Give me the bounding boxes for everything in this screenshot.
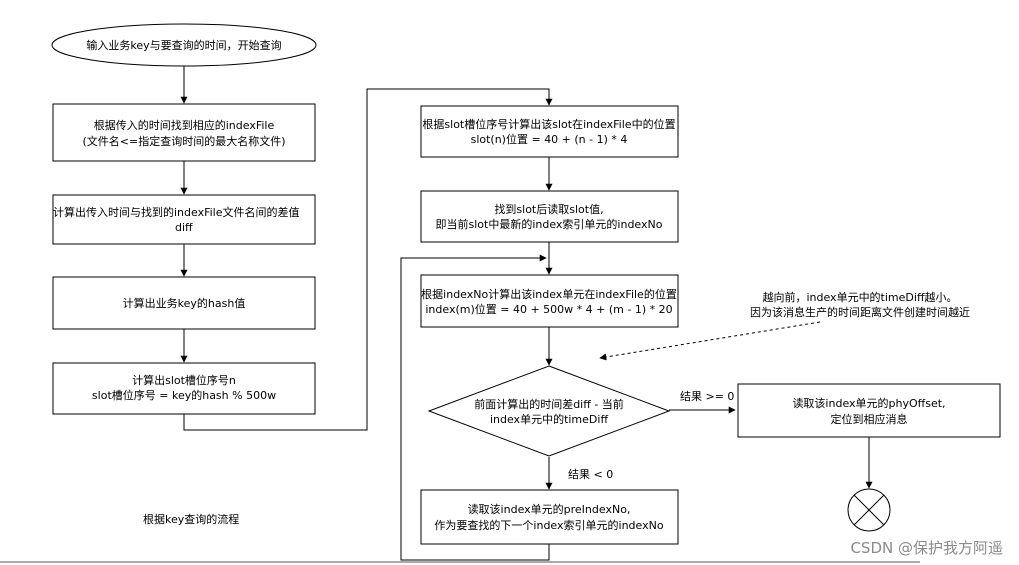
read-phy-offset-line-2: 定位到相应消息 — [831, 412, 908, 426]
read-pre-index-line-2: 作为要查找的下一个index索引单元的indexNo — [434, 518, 663, 532]
slot-position-node: 根据slot槽位序号计算出该slot在indexFile中的位置 slot(n)… — [420, 105, 679, 158]
index-position-line-2: index(m)位置 = 40 + 500w * 4 + (m - 1) * 2… — [425, 302, 672, 316]
annotation-line-2: 因为该消息生产的时间距离文件创建时间越近 — [750, 305, 970, 319]
index-position-node: 根据indexNo计算出该index单元在indexFile的位置 index(… — [420, 274, 679, 328]
annotation-line-1: 越向前，index单元中的timeDiff越小。 — [762, 290, 957, 304]
calc-diff-line-1: 计算出传入时间与找到的indexFile文件名间的差值 — [53, 205, 300, 219]
read-pre-index-line-1: 读取该index单元的preIndexNo, — [468, 502, 631, 516]
calc-slot-line-1: 计算出slot槽位序号n — [132, 373, 236, 387]
read-slot-line-2: 即当前slot中最新的index索引单元的indexNo — [436, 217, 663, 231]
read-pre-index-node: 读取该index单元的preIndexNo, 作为要查找的下一个index索引单… — [420, 489, 679, 545]
slot-position-line-2: slot(n)位置 = 40 + (n - 1) * 4 — [471, 132, 628, 146]
start-node: 输入业务key与要查询的时间，开始查询 — [51, 23, 317, 67]
read-phy-offset-node: 读取该index单元的phyOffset, 定位到相应消息 — [737, 383, 1001, 438]
find-index-file-node: 根据传入的时间找到相应的indexFile (文件名<=指定查询时间的最大名称文… — [52, 103, 316, 162]
calc-hash-label: 计算出业务key的hash值 — [123, 296, 246, 310]
watermark: CSDN @保护我方阿遥 — [850, 539, 1003, 557]
edge-label-ge-zero: 结果 >= 0 — [680, 390, 734, 403]
read-slot-node: 找到slot后读取slot值, 即当前slot中最新的index索引单元的ind… — [420, 190, 679, 243]
start-node-label: 输入业务key与要查询的时间，开始查询 — [86, 38, 281, 52]
calc-diff-node: 计算出传入时间与找到的indexFile文件名间的差值 diff — [52, 194, 316, 245]
calc-diff-line-2: diff — [175, 221, 193, 234]
calc-slot-node: 计算出slot槽位序号n slot槽位序号 = key的hash % 500w — [52, 362, 316, 415]
slot-position-line-1: 根据slot槽位序号计算出该slot在indexFile中的位置 — [422, 117, 675, 131]
decision-node: 前面计算出的时间差diff - 当前 index单元中的timeDiff — [427, 365, 671, 457]
index-position-line-1: 根据indexNo计算出该index单元在indexFile的位置 — [421, 287, 677, 301]
edge-slot-to-slotpos — [183, 88, 553, 431]
decision-line-1: 前面计算出的时间差diff - 当前 — [474, 397, 624, 411]
read-slot-line-1: 找到slot后读取slot值, — [494, 202, 603, 216]
annotation-dashed-arrow — [599, 321, 821, 361]
diagram-caption: 根据key查询的流程 — [143, 512, 239, 526]
calc-slot-line-2: slot槽位序号 = key的hash % 500w — [92, 388, 276, 402]
end-node — [847, 488, 891, 532]
find-index-file-line-2: (文件名<=指定查询时间的最大名称文件) — [82, 134, 285, 148]
edge-label-lt-zero: 结果 < 0 — [568, 468, 613, 481]
read-phy-offset-line-1: 读取该index单元的phyOffset, — [792, 396, 945, 410]
calc-hash-node: 计算出业务key的hash值 — [52, 276, 316, 330]
find-index-file-line-1: 根据传入的时间找到相应的indexFile — [94, 118, 275, 132]
edge-loop-back — [400, 254, 550, 561]
decision-line-2: index单元中的timeDiff — [490, 412, 608, 426]
